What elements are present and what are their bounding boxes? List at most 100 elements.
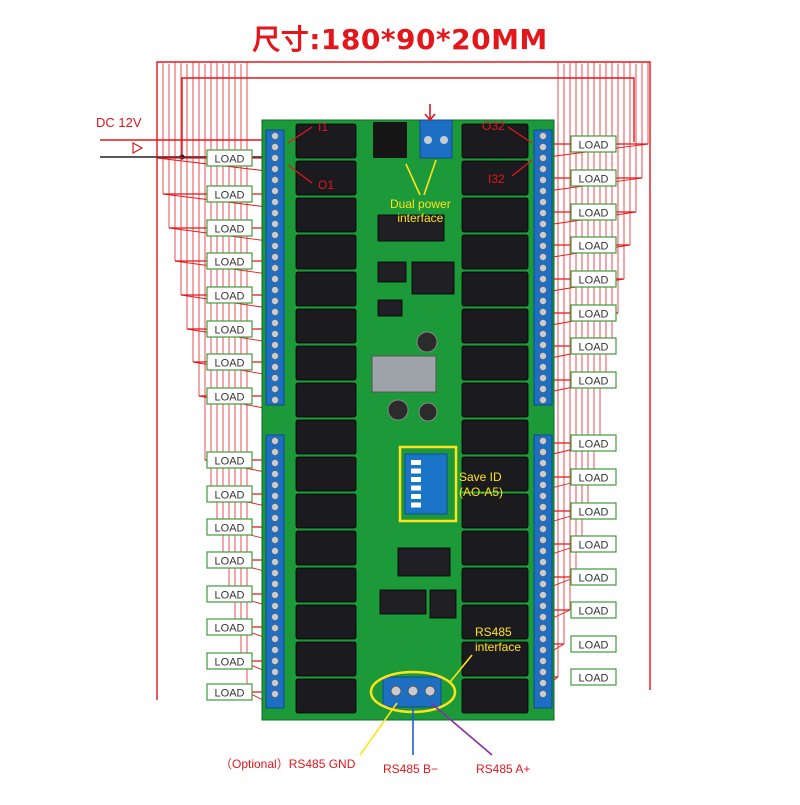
load-text: LOAD [579, 241, 609, 253]
terminal-screw-icon [539, 373, 548, 382]
terminal-screw-icon [539, 690, 548, 699]
load-text: LOAD [215, 456, 245, 468]
terminal-screw-icon [270, 164, 279, 173]
relay-right [461, 271, 529, 307]
terminal-screw-icon [270, 602, 279, 611]
load-box-right [570, 203, 617, 221]
relay-right [461, 345, 529, 381]
load-box-left [206, 652, 253, 670]
load-box-right [570, 635, 617, 653]
load-box-right [570, 135, 617, 153]
rs485-gnd-label: （Optional）RS485 GND [220, 757, 356, 771]
i1-pointer [287, 126, 313, 144]
terminal-screw-icon [270, 580, 279, 589]
terminal-screw-icon [407, 685, 419, 697]
ic-chip [397, 547, 451, 577]
dual-power-line1: Dual power [390, 197, 451, 211]
dc-arrow-icon [132, 141, 144, 155]
terminal-screw-icon [539, 547, 548, 556]
inner-frame-wire [181, 77, 635, 155]
load-text: LOAD [215, 657, 245, 669]
load-box-left [206, 585, 253, 603]
terminal-screw-icon [539, 142, 548, 151]
relay-right [461, 604, 529, 640]
load-text: LOAD [215, 325, 245, 337]
relay-left [295, 160, 357, 196]
o1-pointer [287, 164, 313, 184]
terminal-screw-icon [539, 525, 548, 534]
slave-id-line2: (AO-A5) [459, 485, 504, 499]
terminal-screw-icon [539, 580, 548, 589]
terminal-screw-icon [270, 208, 279, 217]
terminal-screw-icon [539, 164, 548, 173]
load-text: LOAD [215, 154, 245, 166]
relay-left [295, 234, 357, 270]
dip-switch-key [411, 494, 421, 499]
junction-dot [179, 154, 185, 160]
relay-left [295, 641, 357, 677]
load-box-left [206, 387, 253, 405]
terminal-screw-icon [539, 131, 548, 140]
relay-right [461, 382, 529, 418]
load-text: LOAD [215, 490, 245, 502]
terminal-screw-icon [270, 469, 279, 478]
terminal-screw-icon [270, 351, 279, 360]
load-box-right [570, 568, 617, 586]
load-box-right [570, 601, 617, 619]
terminal-screw-icon [539, 679, 548, 688]
power-arrow-icon [424, 104, 436, 122]
terminal-screw-icon [270, 646, 279, 655]
load-text: LOAD [215, 523, 245, 535]
load-text: LOAD [215, 392, 245, 404]
dual-power-pointer [423, 159, 437, 196]
load-box-left [206, 518, 253, 536]
load-text: LOAD [215, 358, 245, 370]
terminal-screw-icon [270, 525, 279, 534]
load-box-right [570, 169, 617, 187]
terminal-screw-icon [270, 624, 279, 633]
terminal-screw-icon [539, 635, 548, 644]
load-box-left [206, 618, 253, 636]
dual-power-line2: interface [397, 211, 444, 225]
terminal-screw-icon [539, 502, 548, 511]
terminal-screw-icon [270, 690, 279, 699]
ic-chip [411, 261, 455, 295]
terminal-screw-icon [270, 635, 279, 644]
ic-chip [379, 589, 427, 615]
terminal-screw-icon [424, 685, 436, 697]
terminal-screw-icon [270, 175, 279, 184]
terminal-screw-icon [539, 657, 548, 666]
rs485-line1: RS485 [475, 625, 512, 639]
load-box-right [570, 468, 617, 486]
terminal-screw-icon [539, 569, 548, 578]
terminal-screw-icon [270, 536, 279, 545]
terminal-screw-icon [539, 624, 548, 633]
terminal-screw-icon [539, 447, 548, 456]
terminal-screw-icon [270, 263, 279, 272]
terminal-screw-icon [270, 569, 279, 578]
dip-switch-key [411, 502, 421, 508]
load-box-left [206, 252, 253, 270]
dimensions-title: 尺寸:180*90*20MM [252, 23, 548, 56]
voltage-regulator [371, 355, 437, 393]
rs485-b-label: RS485 B− [383, 762, 439, 776]
relay-left [295, 271, 357, 307]
o32-pointer [507, 126, 533, 144]
terminal-screw-icon [270, 436, 279, 445]
load-text: LOAD [579, 640, 609, 652]
terminal-screw-icon [539, 591, 548, 600]
relay-left [295, 123, 357, 159]
terminal-screw-icon [539, 230, 548, 239]
terminal-screw-icon [539, 646, 548, 655]
load-box-right [570, 535, 617, 553]
terminal-screw-icon [270, 373, 279, 382]
load-text: LOAD [579, 309, 609, 321]
channel-o1-label: O1 [318, 178, 335, 192]
load-text: LOAD [215, 688, 245, 700]
load-text: LOAD [579, 606, 609, 618]
load-box-left [206, 353, 253, 371]
load-text: LOAD [579, 275, 609, 287]
terminal-screw-icon [539, 480, 548, 489]
terminal-screw-icon [539, 153, 548, 162]
ic-chip [377, 261, 407, 283]
